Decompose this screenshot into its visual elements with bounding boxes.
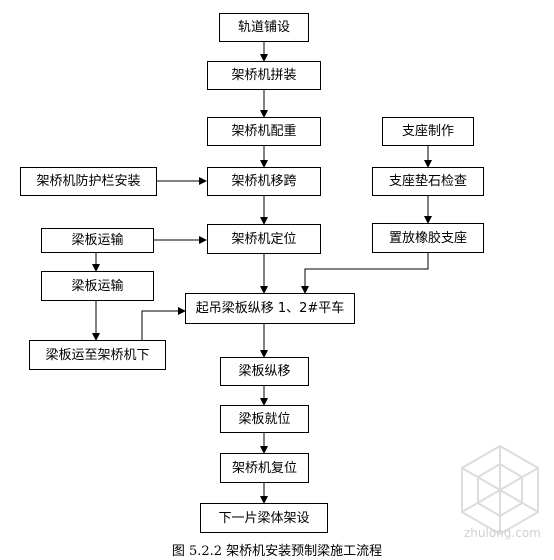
node-guardrail-install: 架桥机防护栏安装: [20, 167, 157, 196]
node-beam-transport-1: 梁板运输: [41, 228, 154, 253]
node-place-rubber-bearing: 置放橡胶支座: [372, 223, 484, 253]
watermark-logo: [461, 444, 539, 536]
node-bridge-machine-span-move: 架桥机移跨: [207, 167, 321, 196]
node-bridge-machine-positioning: 架桥机定位: [207, 224, 321, 254]
figure-caption: 图 5.2.2 架桥机安装预制梁施工流程: [171, 544, 383, 559]
node-bridge-machine-weighting: 架桥机配重: [207, 117, 321, 146]
node-machine-reset: 架桥机复位: [220, 453, 309, 483]
node-track-laying: 轨道铺设: [219, 13, 309, 42]
node-lift-beam: 起吊梁板纵移 1、2#平车: [185, 293, 355, 324]
arrow-placebearing-to-lift: [301, 253, 429, 294]
node-bearing-pad-check: 支座垫石检查: [372, 167, 484, 196]
node-next-beam: 下一片梁体架设: [200, 503, 328, 533]
node-beam-longitudinal-move: 梁板纵移: [220, 357, 309, 386]
node-beam-transport-2: 梁板运输: [41, 271, 154, 301]
node-beam-to-machine: 梁板运至架桥机下: [29, 340, 166, 370]
node-beam-in-place: 梁板就位: [220, 405, 309, 433]
watermark-text: zhulong.com: [464, 526, 541, 540]
node-bridge-machine-assembly: 架桥机拼装: [207, 61, 321, 90]
node-bearing-making: 支座制作: [382, 117, 474, 146]
